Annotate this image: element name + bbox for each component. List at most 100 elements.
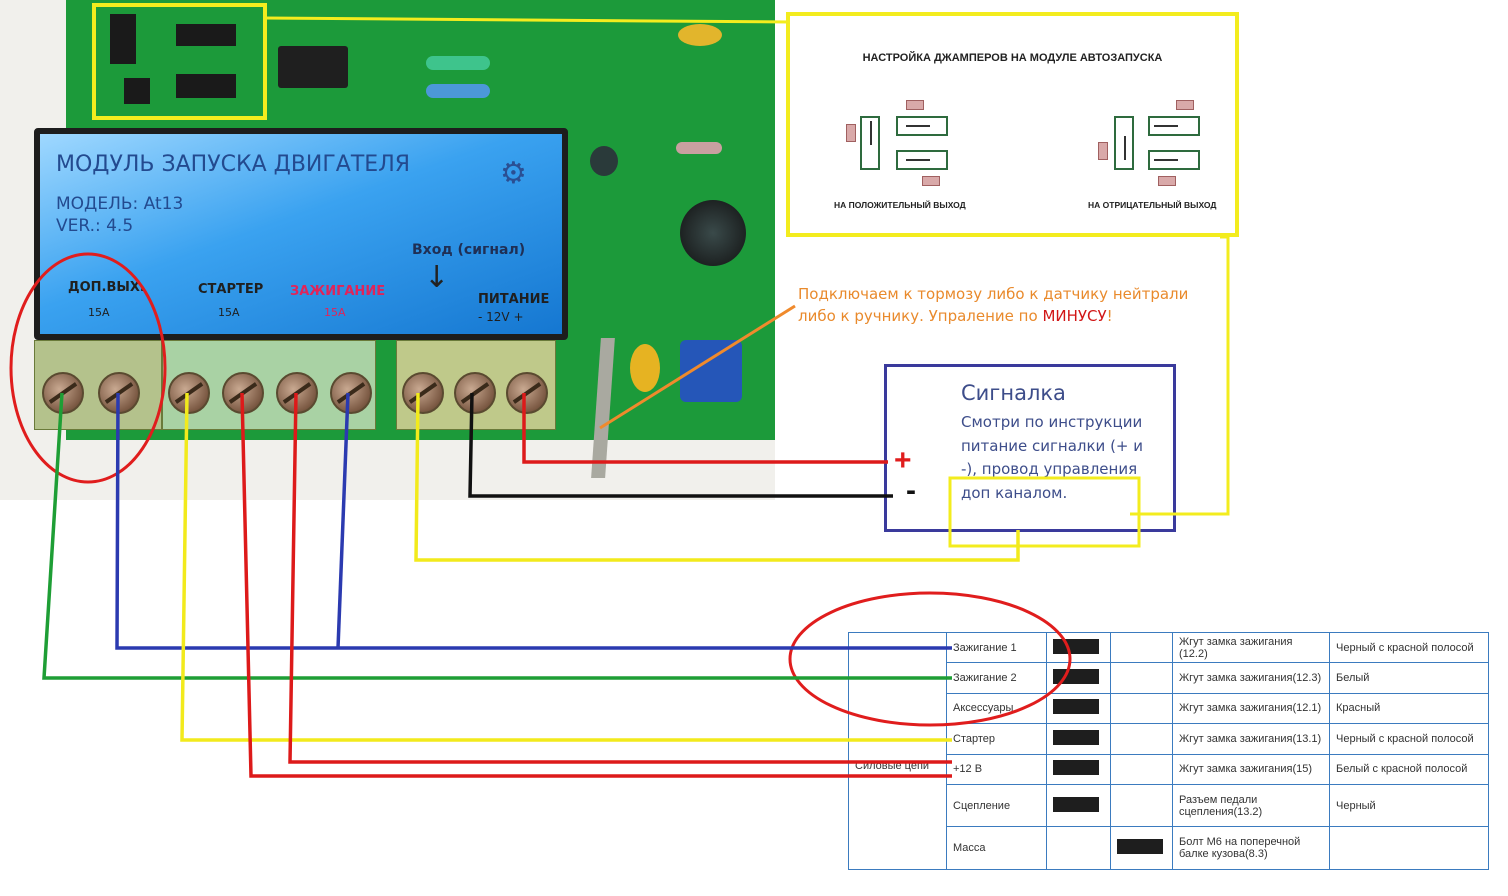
terminal-rating-ignition: 15A bbox=[324, 306, 346, 319]
jumper-settings-panel: НАСТРОЙКА ДЖАМПЕРОВ НА МОДУЛЕ АВТОЗАПУСК… bbox=[786, 12, 1239, 237]
jumper-block-1 bbox=[110, 14, 136, 64]
alarm-title: Сигналка bbox=[961, 381, 1066, 405]
wire-color-cell: Красный bbox=[1329, 692, 1489, 725]
jumper-negative-caption: НА ОТРИЦАТЕЛЬНЫЙ ВЫХОД bbox=[1088, 200, 1217, 210]
resistor-2 bbox=[426, 84, 490, 98]
resistor-1 bbox=[426, 56, 490, 70]
circuit-cell: Аксессуары bbox=[946, 692, 1047, 725]
ignition-rows-highlight bbox=[788, 591, 1072, 727]
terminal-label-aux: ДОП.ВЫХ. bbox=[68, 280, 145, 295]
jumper-cap bbox=[906, 100, 924, 110]
jumper-link bbox=[1124, 136, 1126, 160]
wire-color-cell bbox=[1329, 826, 1489, 870]
terminal-label-power: ПИТАНИЕ bbox=[478, 292, 550, 307]
jumper-cap bbox=[1176, 100, 1194, 110]
brake-note: Подключаем к тормозу либо к датчику нейт… bbox=[798, 283, 1218, 327]
jumper-callout-line bbox=[264, 16, 791, 24]
swatch-cell bbox=[1110, 826, 1173, 870]
swatch-cell bbox=[1046, 826, 1111, 870]
jumper-positive-caption: НА ПОЛОЖИТЕЛЬНЫЙ ВЫХОД bbox=[834, 200, 966, 210]
wire-red-power bbox=[522, 393, 888, 464]
wire-blue-ignition bbox=[336, 392, 350, 649]
arrow-down-icon: ↓ bbox=[424, 260, 450, 295]
wire-color-swatch bbox=[1117, 839, 1163, 855]
capacitor-large bbox=[680, 200, 746, 266]
alarm-description: Смотри по инструкции питание сигналки (+… bbox=[961, 413, 1144, 502]
jumper-cap bbox=[1098, 142, 1108, 160]
jumper-link bbox=[906, 125, 930, 127]
wire-color-swatch bbox=[1053, 729, 1099, 745]
module-model: МОДЕЛЬ: At13 bbox=[56, 194, 184, 214]
module-photo: МОДУЛЬ ЗАПУСКА ДВИГАТЕЛЯ МОДЕЛЬ: At13 VE… bbox=[0, 0, 775, 500]
minus-terminal-mark: - bbox=[906, 474, 916, 507]
swatch-cell bbox=[1046, 662, 1111, 694]
swatch-cell bbox=[1110, 783, 1173, 828]
jumper-link bbox=[1154, 125, 1178, 127]
wire-color-cell: Белый с красной полосой bbox=[1329, 753, 1489, 785]
capacitor-yellow-bottom bbox=[630, 344, 660, 392]
input-signal-label: Вход (сигнал) bbox=[412, 242, 526, 258]
wire-color-cell: Черный с красной полосой bbox=[1329, 631, 1489, 664]
table-row: Масса Болт М6 на поперечной балке кузова(… bbox=[849, 826, 1489, 870]
wire-yellow-power bbox=[414, 392, 1020, 562]
wire-black bbox=[468, 392, 893, 498]
wire-color-swatch bbox=[1053, 760, 1099, 776]
capacitor-small bbox=[590, 146, 618, 176]
jumper-cap bbox=[1158, 176, 1176, 186]
swatch-cell bbox=[1110, 723, 1173, 755]
screw-aux-1 bbox=[42, 372, 84, 414]
harness-cell: Жгут замка зажигания (12.2) bbox=[1172, 631, 1330, 664]
capacitor-yellow-top bbox=[678, 24, 722, 46]
jumper-cap bbox=[846, 124, 856, 142]
engine-start-module: МОДУЛЬ ЗАПУСКА ДВИГАТЕЛЯ МОДЕЛЬ: At13 VE… bbox=[34, 128, 568, 340]
gear-icon: ⚙ bbox=[500, 156, 527, 191]
group-label-cell: Силовые цепи bbox=[848, 632, 947, 870]
screw-power-2 bbox=[454, 372, 496, 414]
harness-cell: Болт М6 на поперечной балке кузова(8.3) bbox=[1172, 826, 1330, 870]
harness-cell: Жгут замка зажигания(12.3) bbox=[1172, 662, 1330, 694]
jumper-highlight-box bbox=[92, 3, 267, 120]
circuit-cell: Масса bbox=[946, 826, 1047, 870]
optocoupler-chip bbox=[278, 46, 348, 88]
module-title: МОДУЛЬ ЗАПУСКА ДВИГАТЕЛЯ bbox=[56, 152, 411, 177]
jumper-to-control-line bbox=[1130, 235, 1230, 516]
wire-color-swatch bbox=[1053, 669, 1099, 685]
wire-green bbox=[42, 392, 952, 680]
jumper-link bbox=[1154, 159, 1178, 161]
wire-blue-aux bbox=[115, 392, 952, 650]
terminal-label-ignition: ЗАЖИГАНИЕ bbox=[290, 284, 386, 299]
jumper-block-2 bbox=[176, 24, 236, 46]
alarm-box: Сигналка Смотри по инструкции питание си… bbox=[884, 364, 1176, 532]
screw-starter-1 bbox=[168, 372, 210, 414]
harness-cell: Жгут замка зажигания(15) bbox=[1172, 753, 1330, 785]
terminal-rating-power: - 12V + bbox=[478, 310, 524, 324]
wire-red-starter bbox=[240, 392, 952, 778]
jumper-block-3 bbox=[124, 78, 150, 104]
circuit-cell: Сцепление bbox=[946, 783, 1047, 828]
harness-cell: Разъем педали сцепления(13.2) bbox=[1172, 783, 1330, 828]
screw-power-1 bbox=[402, 372, 444, 414]
brake-note-emphasis: МИНУСУ bbox=[1042, 307, 1107, 325]
terminal-rating-aux: 15A bbox=[88, 306, 110, 319]
wire-red-ignition bbox=[288, 392, 952, 764]
wire-color-swatch bbox=[1053, 796, 1099, 812]
brake-pointer-line bbox=[599, 304, 796, 430]
jumper-panel-title: НАСТРОЙКА ДЖАМПЕРОВ НА МОДУЛЕ АВТОЗАПУСК… bbox=[862, 52, 1163, 64]
swatch-cell bbox=[1110, 662, 1173, 694]
circuit-cell: +12 В bbox=[946, 753, 1047, 785]
diode bbox=[676, 142, 722, 154]
jumper-link bbox=[870, 121, 872, 145]
swatch-cell bbox=[1046, 753, 1111, 785]
swatch-cell bbox=[1046, 723, 1111, 755]
brake-note-text: Подключаем к тормозу либо к датчику нейт… bbox=[798, 285, 1189, 325]
table-row: +12 В Жгут замка зажигания(15)Белый с кра… bbox=[849, 753, 1489, 785]
module-version: VER.: 4.5 bbox=[56, 216, 134, 236]
aux-output-highlight bbox=[9, 252, 167, 484]
jumper-block-4 bbox=[176, 74, 236, 98]
terminal-label-starter: СТАРТЕР bbox=[198, 282, 264, 297]
